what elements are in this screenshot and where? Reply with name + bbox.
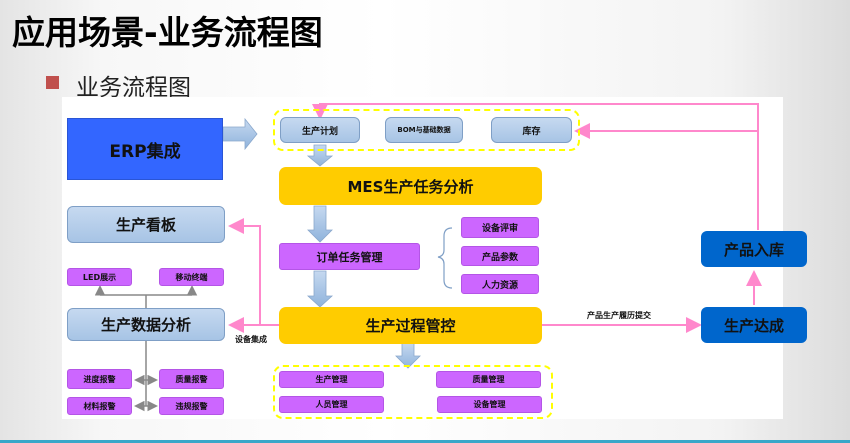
control-group xyxy=(273,365,553,419)
device-integration-label: 设备集成 xyxy=(235,335,267,344)
quality-management-box: 质量管理 xyxy=(436,371,541,388)
control-to-board-line xyxy=(228,218,261,325)
progress-alarm-box: 进度报警 xyxy=(67,369,132,389)
mes-task-analysis-box: MES生产任务分析 xyxy=(279,167,542,205)
production-achieved-box: 生产达成 xyxy=(701,307,807,343)
material-alarm-box: 材料报警 xyxy=(67,397,132,415)
violation-alarm-box: 违规报警 xyxy=(159,397,224,415)
production-management-box: 生产管理 xyxy=(279,371,384,388)
plan-group xyxy=(273,109,580,151)
product-warehousing-box: 产品入库 xyxy=(701,231,807,267)
product-parameters-box: 产品参数 xyxy=(461,246,539,266)
erp-integration-box: ERP集成 xyxy=(67,118,223,180)
accent-bar xyxy=(0,440,850,443)
bom-base-data-box: BOM与基础数据 xyxy=(385,117,463,143)
equipment-management-box: 设备管理 xyxy=(437,396,542,413)
section-subtitle: 业务流程图 xyxy=(76,75,191,101)
order-items-brace xyxy=(437,227,453,289)
history-submit-label: 产品生产履历提交 xyxy=(587,311,651,320)
order-to-control-arrow xyxy=(306,270,334,308)
led-display-box: LED展示 xyxy=(67,268,132,286)
mes-to-order-arrow xyxy=(307,205,333,243)
quality-alarm-box: 质量报警 xyxy=(159,369,224,389)
production-plan-box: 生产计划 xyxy=(280,117,360,143)
erp-to-plan-arrow xyxy=(222,117,258,151)
production-data-analysis-box: 生产数据分析 xyxy=(67,308,225,341)
slide-title: 应用场景-业务流程图 xyxy=(12,13,323,52)
equipment-review-box: 设备评审 xyxy=(461,217,539,238)
inventory-box: 库存 xyxy=(491,117,572,143)
production-process-control-box: 生产过程管控 xyxy=(279,307,542,344)
order-task-management-box: 订单任务管理 xyxy=(279,243,420,270)
bullet-square-icon xyxy=(46,76,59,89)
mobile-terminal-box: 移动终端 xyxy=(159,268,224,286)
personnel-management-box: 人员管理 xyxy=(279,396,384,413)
production-board-box: 生产看板 xyxy=(67,206,225,243)
control-to-group-arrow xyxy=(395,342,421,369)
human-resources-box: 人力资源 xyxy=(461,274,539,294)
